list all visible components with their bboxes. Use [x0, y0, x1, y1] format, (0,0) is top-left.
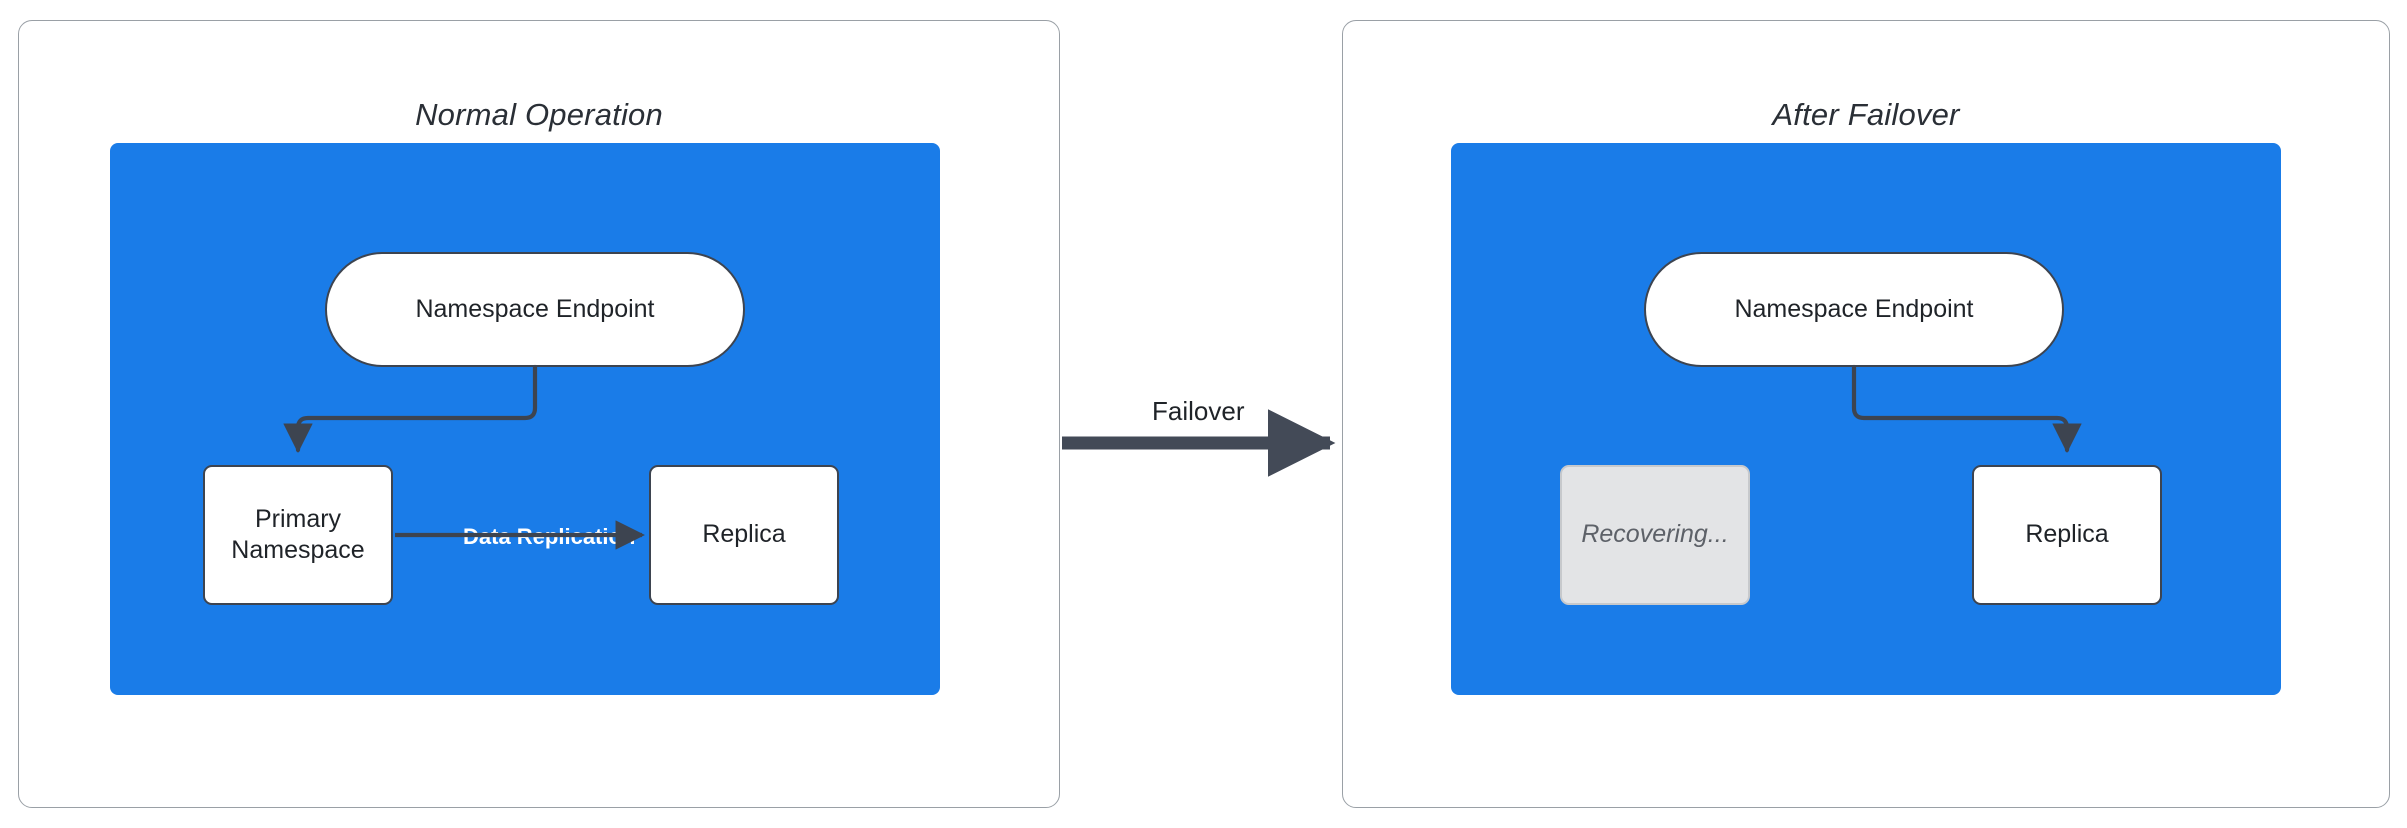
- node-namespace-endpoint-left[interactable]: Namespace Endpoint: [325, 252, 745, 367]
- panel-title-normal-operation: Normal Operation: [415, 97, 663, 132]
- node-namespace-endpoint-right[interactable]: Namespace Endpoint: [1644, 252, 2064, 367]
- node-label: Recovering...: [1581, 520, 1729, 549]
- region-after-failover: [1451, 143, 2281, 695]
- node-label-line1: Primary: [254, 504, 342, 533]
- node-replica-left[interactable]: Replica: [649, 465, 839, 605]
- node-recovering: Recovering...: [1560, 465, 1750, 605]
- edge-label-data-replication: Data Replication: [463, 524, 636, 549]
- node-label: Namespace Endpoint: [1734, 294, 1974, 323]
- node-label: Replica: [2025, 520, 2109, 549]
- panel-title-after-failover: After Failover: [1772, 97, 1960, 132]
- region-normal-operation: [110, 143, 940, 695]
- node-label-line2: Namespace: [231, 536, 365, 564]
- node-replica-right[interactable]: Replica: [1972, 465, 2162, 605]
- node-label: Primary Namespace: [231, 504, 364, 567]
- node-label: Replica: [702, 520, 786, 549]
- transition-label-failover: Failover: [1152, 396, 1245, 426]
- node-label: Namespace Endpoint: [415, 294, 655, 323]
- node-primary-namespace[interactable]: Primary Namespace: [203, 465, 393, 605]
